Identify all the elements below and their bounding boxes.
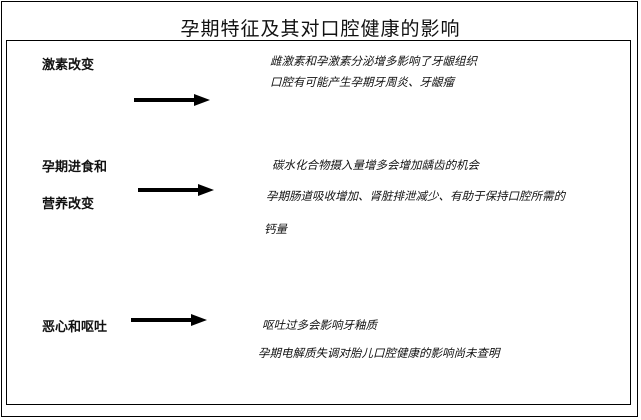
row-2-label-line-1: 孕期进食和: [42, 160, 108, 175]
row-3-arrow: [131, 314, 207, 326]
row-2-label-line-2: 营养改变: [42, 197, 95, 212]
row-1-desc-2: 口腔有可能产生孕期牙周炎、牙龈瘤: [270, 75, 454, 89]
row-3-desc-1: 呕吐过多会影响牙釉质: [262, 318, 377, 332]
row-3-label: 恶心和呕吐: [42, 320, 108, 335]
row-1-desc-1: 雌激素和孕激素分泌增多影响了牙龈组织: [270, 54, 477, 68]
row-2-desc-2: 孕期肠道吸收增加、肾脏排泄减少、有助于保持口腔所需的: [266, 189, 565, 203]
diagram-title: 孕期特征及其对口腔健康的影响: [180, 18, 461, 40]
row-2-desc-1: 碳水化合物摄入量增多会增加龋齿的机会: [272, 158, 479, 172]
row-2-desc-3: 钙量: [264, 222, 287, 236]
content-frame: [6, 40, 631, 405]
row-1-arrow: [134, 94, 210, 106]
row-3-desc-2: 孕期电解质失调对胎儿口腔健康的影响尚未查明: [258, 346, 500, 360]
row-2-arrow: [138, 184, 214, 196]
row-1-label: 激素改变: [42, 58, 95, 73]
